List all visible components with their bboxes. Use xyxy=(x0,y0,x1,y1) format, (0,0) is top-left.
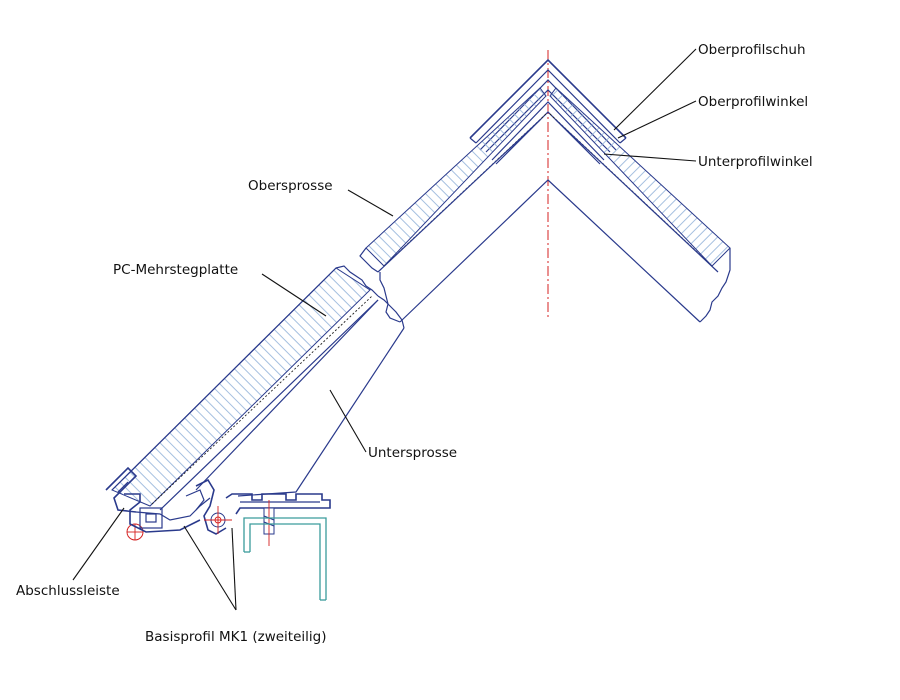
pc-mehrstegplatte-panel xyxy=(111,267,371,507)
basisprofil-part-1 xyxy=(124,493,201,533)
ridge-panel-left xyxy=(365,87,547,267)
gutter-rail xyxy=(225,493,331,515)
unterprofilwinkel-profile xyxy=(491,101,605,161)
obersprosse-body xyxy=(379,272,401,323)
label-pc-mehrstegplatte: PC-Mehrstegplatte xyxy=(113,262,238,278)
label-oberprofilschuh: Oberprofilschuh xyxy=(698,42,806,58)
eave-assembly xyxy=(105,265,405,601)
label-untersprosse: Untersprosse xyxy=(368,445,457,461)
leader-lines xyxy=(72,48,697,611)
label-abschlussleiste: Abschlussleiste xyxy=(16,583,120,599)
gutter-bracket xyxy=(243,517,327,600)
label-unterprofilwinkel: Unterprofilwinkel xyxy=(698,154,813,170)
untersprosse-body xyxy=(377,295,405,329)
oberprofilschuh-profile xyxy=(469,58,627,139)
abschlussleiste-profile xyxy=(105,466,138,513)
ridge-panel-right xyxy=(549,87,731,267)
label-basisprofil: Basisprofil MK1 (zweiteilig) xyxy=(145,629,327,645)
ridge-assembly xyxy=(359,58,731,323)
label-obersprosse: Obersprosse xyxy=(248,178,333,194)
basisprofil-part-2 xyxy=(195,478,227,535)
label-oberprofilwinkel: Oberprofilwinkel xyxy=(698,94,808,110)
